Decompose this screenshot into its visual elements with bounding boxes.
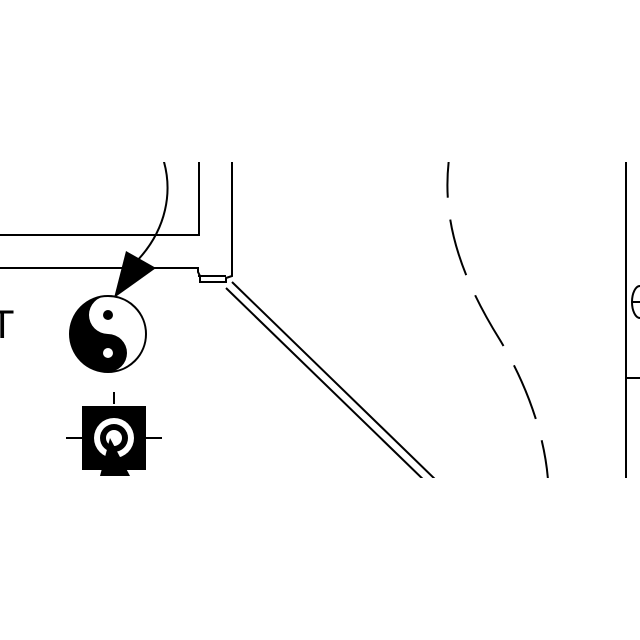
crosshair-square-icon bbox=[66, 392, 162, 476]
leader-curve bbox=[133, 162, 169, 265]
right-wall bbox=[625, 162, 640, 478]
arrow-head-icon bbox=[114, 251, 156, 298]
edge-label: T bbox=[0, 303, 14, 347]
wall-outline bbox=[0, 162, 233, 283]
diagonal-wall bbox=[225, 281, 436, 478]
yin-yang-icon bbox=[69, 295, 147, 373]
dashed-arc bbox=[446, 162, 549, 478]
